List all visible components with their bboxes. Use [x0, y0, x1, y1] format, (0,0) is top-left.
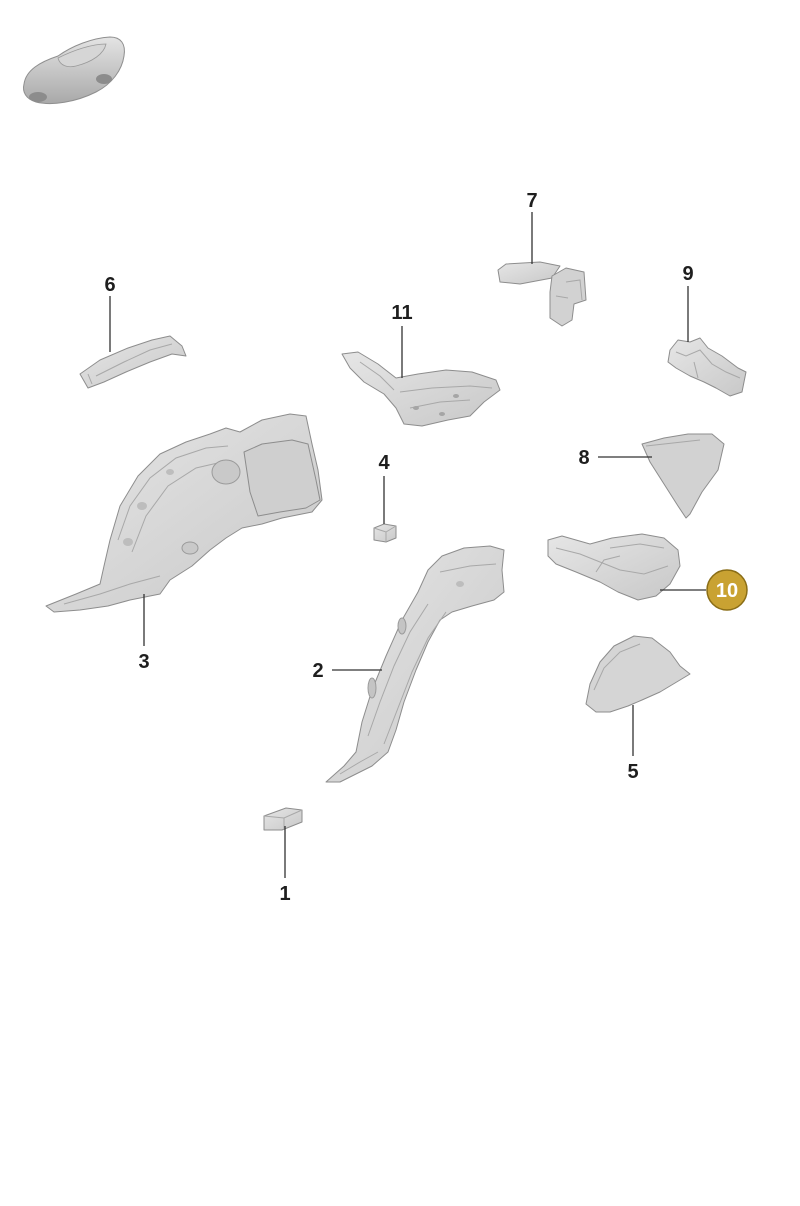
part-7 — [497, 261, 587, 327]
callout-9[interactable]: 9 — [682, 263, 693, 285]
part-1 — [263, 807, 303, 831]
callout-3[interactable]: 3 — [138, 651, 149, 673]
part-3 — [45, 413, 323, 613]
callout-2[interactable]: 2 — [312, 660, 323, 682]
part-10 — [547, 533, 681, 601]
callout-1[interactable]: 1 — [279, 883, 290, 905]
car-silhouette-icon — [23, 36, 125, 105]
part-8 — [641, 433, 725, 519]
part-9 — [667, 337, 747, 397]
callout-8[interactable]: 8 — [578, 447, 589, 469]
part-4 — [373, 523, 397, 543]
part-11 — [341, 351, 501, 427]
callout-6[interactable]: 6 — [104, 274, 115, 296]
callout-10-badge[interactable]: 10 — [706, 569, 748, 611]
part-2 — [325, 545, 505, 783]
highlight-badge — [706, 569, 748, 611]
callout-7[interactable]: 7 — [526, 190, 537, 212]
callout-5[interactable]: 5 — [627, 761, 638, 783]
callout-10[interactable]: 10 — [716, 580, 738, 602]
callout-11[interactable]: 11 — [391, 302, 412, 324]
part-6 — [79, 335, 187, 389]
callout-4[interactable]: 4 — [378, 452, 390, 474]
part-5 — [585, 635, 691, 713]
